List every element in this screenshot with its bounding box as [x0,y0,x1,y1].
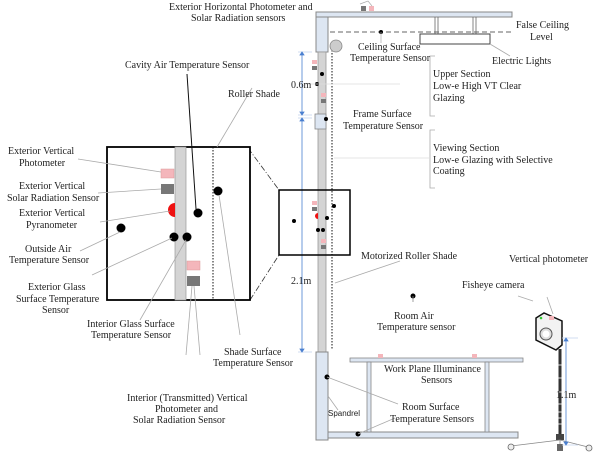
label-cavity-air: Cavity Air Temperature Sensor [125,60,250,71]
detail-ext-photometer [160,168,175,179]
label-frame-surface: Temperature Sensor [343,121,424,132]
zoom-line-bottom [249,254,280,301]
label-ext-horizontal: Exterior Horizontal Photometer and [169,2,313,13]
upper-solar-sensor [312,66,317,70]
label-viewing-section: Low-e Glazing with Selective [433,155,553,166]
label-false-ceiling: Level [530,32,553,43]
label-int-transmitted: Solar Radiation Sensor [133,415,226,426]
detail-int-solar-sensor [187,276,200,286]
leader-line [359,0,373,7]
label-viewing-section: Coating [433,166,465,177]
floor-slab [327,431,519,439]
upper-section-bracket [429,55,435,117]
detail-glass-pane [174,146,187,301]
label-room-air: Room Air [394,311,434,322]
label-fisheye-camera: Fisheye camera [462,280,525,291]
roller-shade-cassette [329,39,343,53]
detail-shade-surface-sensor [213,186,223,196]
label-int-glass: Interior Glass Surface [87,319,175,330]
label-ext-vert-photometer: Exterior Vertical [8,146,74,157]
dimension-camera [562,337,578,446]
label-roller-shade: Roller Shade [228,89,280,100]
detail-int-photometer [186,260,201,271]
ceiling-slab [315,11,513,18]
upper-photometer [312,60,317,64]
roof-photometer [369,6,374,11]
label-spandrel: Spandrel [328,409,360,418]
roof-solar-sensor [361,6,366,11]
label-ext-vert-solar: Exterior Vertical [19,181,85,192]
detail-ext-glass-sensor [169,232,179,242]
table-leg [366,361,372,433]
label-shade-surface: Temperature Sensor [213,358,294,369]
table-leg [484,361,490,433]
label-upper-section: Low-e High VT Clear [433,81,522,92]
detail-source-box [278,189,351,256]
label-work-plane: Sensors [421,375,452,386]
detail-int-glass-sensor [182,232,192,242]
label-vertical-photometer: Vertical photometer [509,254,589,265]
label-upper-section: Upper Section [433,69,491,80]
electric-lights [419,33,491,45]
detail-leaders [77,87,253,356]
detail-pyranometer [168,203,175,217]
label-ext-vert-pyranometer: Pyranometer [26,220,78,231]
label-room-surface: Room Surface [402,402,460,413]
dim-camera-label: 1.1m [556,390,577,401]
label-ext-glass: Exterior Glass [28,282,86,293]
detail-ext-solar-sensor [161,184,174,194]
label-viewing-section: Viewing Section [433,143,499,154]
work-plane-table [349,357,524,363]
label-frame-surface: Frame Surface [353,109,412,120]
zoom-line-top [247,147,280,191]
label-motorized-shade: Motorized Roller Shade [361,251,458,262]
label-electric-lights: Electric Lights [492,56,551,67]
work-plane-sensor [472,354,477,358]
viewing-section-bracket [429,129,435,189]
label-ext-vert-photometer: Photometer [19,158,66,169]
label-outside-air: Outside Air [25,244,72,255]
dim-viewing-label: 2.1m [291,276,312,287]
upper-sensor-dot [320,72,324,76]
label-int-transmitted: Interior (Transmitted) Vertical [127,393,248,404]
label-ext-vert-solar: Solar Radiation Sensor [7,193,100,204]
label-ext-vert-pyranometer: Exterior Vertical [19,208,85,219]
work-plane-sensor [378,354,383,358]
spandrel-panel [315,351,329,441]
label-int-transmitted: Photometer and [155,404,218,415]
fisheye-camera-rig [507,312,593,452]
label-upper-section: Glazing [433,93,465,104]
label-room-surface: Temperature Sensors [390,414,474,425]
detail-outside-air-sensor [116,223,126,233]
dimension-upper [298,51,312,116]
label-work-plane: Work Plane Illuminance [384,364,482,375]
upper-int-photometer [321,93,326,97]
cavity-air-leader [186,73,197,210]
label-ext-glass: Sensor [42,305,70,316]
label-ceiling-surface: Temperature Sensor [350,53,431,64]
label-shade-surface: Shade Surface [224,347,282,358]
label-room-air: Temperature sensor [377,322,456,333]
label-ext-glass: Surface Temperature [16,294,100,305]
window-head-frame [315,11,329,53]
dimension-viewing [298,117,312,353]
label-ceiling-surface: Ceiling Surface [358,42,421,53]
upper-int-solar-sensor [321,99,326,103]
label-ext-horizontal: Solar Radiation sensors [191,13,286,24]
frame-sensor-dot [324,117,328,121]
frame-mullion [314,113,327,130]
label-false-ceiling: False Ceiling [516,20,569,31]
label-outside-air: Temperature Sensor [9,255,90,266]
dim-upper-label: 0.6m [291,80,312,91]
label-int-glass: Temperature Sensor [91,330,172,341]
detail-cavity-air-sensor [193,208,203,218]
